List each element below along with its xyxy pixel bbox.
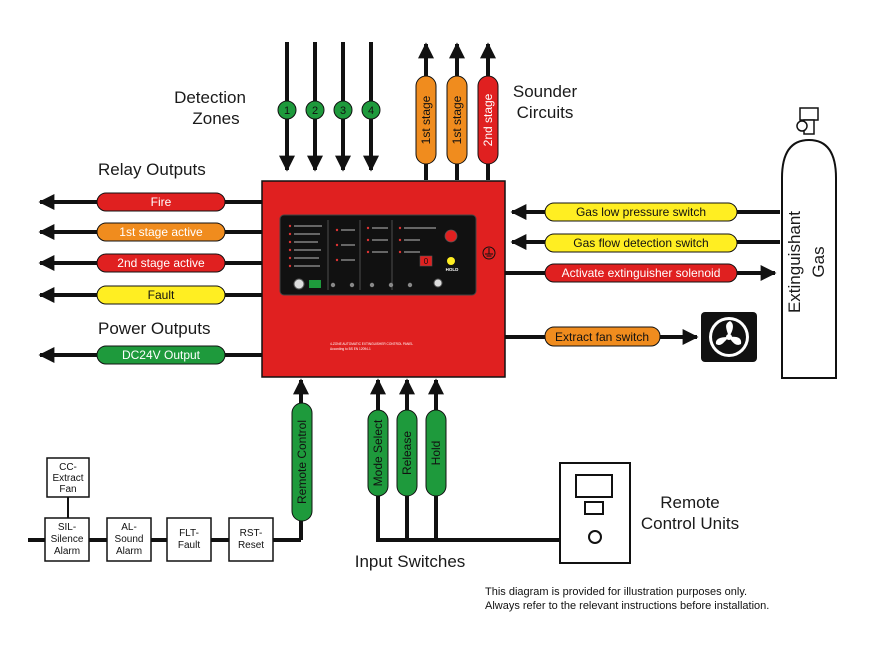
cc-line3: Fan bbox=[59, 484, 76, 495]
sounder-circuits-heading-line1: Sounder bbox=[513, 82, 578, 101]
sil-silence-alarm-box: SIL- Silence Alarm bbox=[44, 517, 90, 562]
sounder-circuits-heading-line2: Circuits bbox=[517, 103, 574, 122]
relay-2nd-stage: 2nd stage active bbox=[96, 253, 226, 273]
sil-line2: Silence bbox=[51, 534, 84, 545]
earth-symbol-icon bbox=[482, 246, 496, 260]
gas-low-pressure-switch: Gas low pressure switch bbox=[544, 202, 738, 222]
power-dc24v-label: DC24V Output bbox=[122, 348, 201, 362]
panel-key-switch-icon bbox=[293, 278, 305, 290]
remote-control-label: Remote Control bbox=[295, 420, 309, 504]
sounder-pills: 1st stage 1st stage 2nd stage bbox=[415, 75, 499, 165]
gas-flow-detection-label: Gas flow detection switch bbox=[573, 236, 708, 250]
al-sound-alarm-box: AL- Sound Alarm bbox=[106, 517, 152, 562]
flt-line2: Fault bbox=[178, 540, 200, 551]
flt-line1: FLT- bbox=[179, 528, 199, 539]
extract-fan-icon bbox=[701, 312, 757, 362]
panel-title-line2: According to BS EN 12094-1 bbox=[330, 347, 371, 351]
remote-control-unit bbox=[559, 462, 631, 564]
release-label: Release bbox=[400, 431, 414, 475]
release-switch: Release bbox=[396, 409, 418, 497]
sil-line1: SIL- bbox=[58, 522, 76, 533]
relay-outputs-heading: Relay Outputs bbox=[98, 160, 206, 179]
zone-badge-2: 2 bbox=[305, 100, 325, 120]
sounder-3-label: 2nd stage bbox=[481, 93, 495, 146]
relay-fault: Fault bbox=[96, 285, 226, 305]
remote-control-units-heading-line1: Remote bbox=[660, 493, 720, 512]
relay-fire-label: Fire bbox=[151, 195, 172, 209]
extract-fan-label: Extract fan switch bbox=[555, 330, 649, 344]
rst-reset-box: RST- Reset bbox=[228, 517, 274, 562]
control-panel: 0 HOLD 4-ZONE AUTOMATIC EXTINGUISHER CON… bbox=[261, 180, 506, 378]
power-dc24v: DC24V Output bbox=[96, 345, 226, 365]
input-switches-heading: Input Switches bbox=[355, 552, 466, 571]
disclaimer-line1: This diagram is provided for illustratio… bbox=[485, 586, 747, 598]
al-line3: Alarm bbox=[116, 546, 142, 557]
panel-buttons bbox=[330, 282, 413, 288]
panel-display-value: 0 bbox=[424, 257, 429, 266]
input-switch-pills: Mode Select Release Hold bbox=[367, 409, 447, 497]
cylinder-label-line1: Extinguishant bbox=[785, 211, 804, 313]
al-line1: AL- bbox=[121, 522, 137, 533]
detection-zones-heading-line2: Zones bbox=[192, 109, 239, 128]
relay-1st-stage-label: 1st stage active bbox=[119, 225, 203, 239]
relay-fault-label: Fault bbox=[148, 288, 175, 302]
sounder-pill-2: 1st stage bbox=[446, 75, 468, 165]
activate-solenoid: Activate extinguisher solenoid bbox=[544, 263, 738, 283]
relay-output-pills: Fire 1st stage active 2nd stage active F… bbox=[96, 192, 226, 305]
al-line2: Sound bbox=[115, 534, 144, 545]
panel-title-line1: 4-ZONE AUTOMATIC EXTINGUISHER CONTROL PA… bbox=[330, 342, 413, 346]
panel-text-lines bbox=[294, 225, 436, 267]
panel-indicator-leds bbox=[288, 224, 402, 268]
gas-flow-detection-switch: Gas flow detection switch bbox=[544, 233, 738, 253]
mode-select-label: Mode Select bbox=[371, 419, 385, 486]
panel-display bbox=[419, 255, 433, 267]
detection-zones-heading-line1: Detection bbox=[174, 88, 246, 107]
zone-badge-3: 3 bbox=[333, 100, 353, 120]
sounder-2-label: 1st stage bbox=[450, 95, 464, 144]
sounder-1-label: 1st stage bbox=[419, 95, 433, 144]
extract-fan-switch: Extract fan switch bbox=[544, 326, 661, 347]
remote-control-buttons: CC- Extract Fan SIL- Silence Alarm AL- S… bbox=[44, 457, 274, 562]
remote-control-pill: Remote Control bbox=[291, 402, 313, 522]
panel-enable-indicator bbox=[309, 280, 321, 288]
hold-switch: Hold bbox=[425, 409, 447, 497]
flt-fault-box: FLT- Fault bbox=[166, 517, 212, 562]
zone-badge-1: 1 bbox=[277, 100, 297, 120]
relay-2nd-stage-label: 2nd stage active bbox=[117, 256, 205, 270]
disclaimer-line2: Always refer to the relevant instruction… bbox=[485, 600, 769, 612]
sounder-pill-3: 2nd stage bbox=[477, 75, 499, 165]
zone-4-label: 4 bbox=[368, 105, 374, 117]
mode-select-switch: Mode Select bbox=[367, 409, 389, 497]
zone-1-label: 1 bbox=[284, 105, 290, 117]
cc-extract-fan-box: CC- Extract Fan bbox=[46, 457, 90, 498]
remote-control-units-heading-line2: Control Units bbox=[641, 514, 739, 533]
zone-3-label: 3 bbox=[340, 105, 346, 117]
zone-2-label: 2 bbox=[312, 105, 318, 117]
cc-line2: Extract bbox=[52, 473, 83, 484]
relay-output-lines bbox=[38, 194, 262, 303]
rst-line1: RST- bbox=[240, 528, 263, 539]
cc-line1: CC- bbox=[59, 462, 77, 473]
gas-low-pressure-label: Gas low pressure switch bbox=[576, 205, 706, 219]
sil-line3: Alarm bbox=[54, 546, 80, 557]
rst-line2: Reset bbox=[238, 540, 264, 551]
relay-1st-stage: 1st stage active bbox=[96, 222, 226, 242]
panel-hold-led bbox=[447, 257, 455, 265]
zone-badge-4: 4 bbox=[361, 100, 381, 120]
cylinder-label-line2: Gas bbox=[809, 246, 828, 277]
hold-label: Hold bbox=[429, 441, 443, 466]
panel-key-switch-2-icon bbox=[433, 278, 443, 288]
detection-zone-badges: 1 2 3 4 bbox=[277, 100, 381, 120]
activate-solenoid-label: Activate extinguisher solenoid bbox=[562, 266, 721, 280]
sounder-pill-1: 1st stage bbox=[415, 75, 437, 165]
power-outputs-heading: Power Outputs bbox=[98, 319, 210, 338]
panel-red-button bbox=[444, 229, 458, 243]
relay-fire: Fire bbox=[96, 192, 226, 212]
gas-cylinder: Extinguishant Gas bbox=[781, 107, 837, 379]
panel-hold-label: HOLD bbox=[446, 267, 459, 272]
detection-zone-lines bbox=[279, 42, 379, 172]
